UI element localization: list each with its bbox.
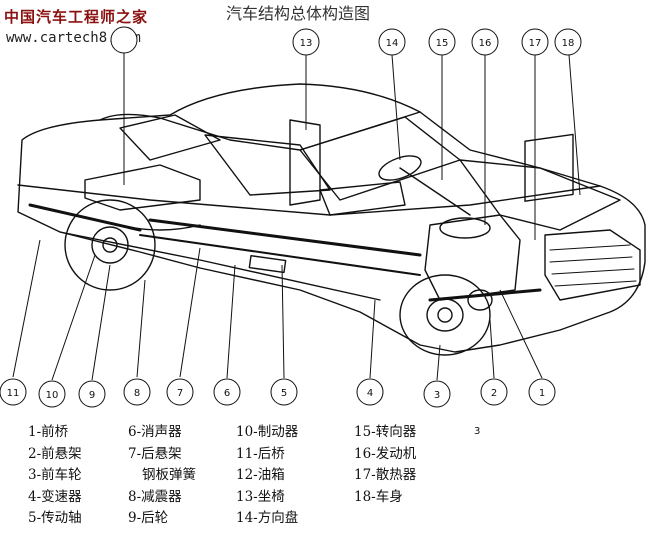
grille (544, 229, 641, 301)
watermark-site-name: 中国汽车工程师之家 (4, 8, 149, 26)
watermark-url: www.cartech8.com (6, 30, 141, 46)
car-body-outline (17, 83, 646, 353)
diagram-title: 汽车结构总体构造图 (226, 4, 371, 23)
radiator (524, 133, 574, 202)
callout-15: 15 (436, 38, 449, 49)
legend-item: 钢板弹簧 (142, 467, 196, 483)
engine (424, 214, 521, 301)
legend-item: 2-前悬架 (28, 445, 82, 462)
callout-4: 4 (367, 388, 373, 399)
callout-2: 2 (491, 388, 497, 399)
legend-column-3: 10-制动器 11-后桥 12-油箱 13-坐椅 14-方向盘 (236, 422, 298, 530)
legend-item: 1-前桥 (28, 424, 69, 440)
rocker-line (59, 231, 381, 301)
legend-item: 9-后轮 (128, 510, 169, 526)
callout-7: 7 (177, 388, 183, 399)
legend-item: 17-散热器 (354, 467, 417, 483)
callout-14: 14 (386, 38, 399, 49)
steering-wheel (378, 155, 422, 181)
legend-item: 7-后悬架 (128, 445, 182, 462)
legend-item: 18-车身 (354, 488, 403, 505)
seat (289, 119, 321, 206)
legend-item: 14-方向盘 (236, 510, 299, 526)
callout-9: 9 (89, 390, 95, 401)
stray-label: 3 (474, 426, 481, 437)
legend-item: 5-传动轴 (28, 510, 82, 526)
legend-item: 3-前车轮 (28, 467, 82, 483)
legend-item: 11-后桥 (236, 445, 285, 462)
rear-wheel (64, 199, 156, 291)
windshield (299, 116, 461, 201)
legend-column-2: 6-消声器 7-后悬架 钢板弹簧 8-减震器 9-后轮 (128, 422, 196, 530)
legend-item: 8-减震器 (128, 488, 182, 505)
callout-17: 17 (529, 38, 542, 49)
callout-6: 6 (224, 388, 230, 399)
callout-5: 5 (281, 388, 287, 399)
fuel-tank (84, 164, 201, 211)
roofline (99, 111, 421, 151)
hood (459, 159, 621, 231)
callout-1: 1 (539, 388, 545, 399)
callout-11: 11 (7, 388, 20, 399)
leaf-spring (119, 224, 201, 231)
callout-3: 3 (434, 390, 440, 401)
callout-8: 8 (134, 388, 140, 399)
legend-item: 13-坐椅 (236, 488, 285, 505)
callout-10: 10 (46, 390, 59, 401)
legend-column-1: 1-前桥 2-前悬架 3-前车轮 4-变速器 5-传动轴 (28, 422, 82, 530)
side-window (204, 134, 331, 196)
front-axle (428, 288, 542, 302)
legend-item: 10-制动器 (236, 424, 299, 440)
legend-item: 16-发动机 (354, 445, 417, 462)
legend-item: 4-变速器 (28, 488, 82, 505)
rear-window (119, 114, 221, 161)
front-wheel (399, 274, 491, 356)
legend-item: 6-消声器 (128, 424, 182, 440)
legend-item: 15-转向器 (354, 424, 417, 440)
drive-shaft (148, 218, 422, 257)
exhaust (139, 234, 421, 276)
legend-item: 12-油箱 (236, 467, 285, 483)
callout-13: 13 (300, 38, 313, 49)
legend-column-4: 15-转向器 16-发动机 17-散热器 18-车身 (354, 422, 416, 508)
callout-16: 16 (479, 38, 492, 49)
callout-18: 18 (562, 38, 575, 49)
